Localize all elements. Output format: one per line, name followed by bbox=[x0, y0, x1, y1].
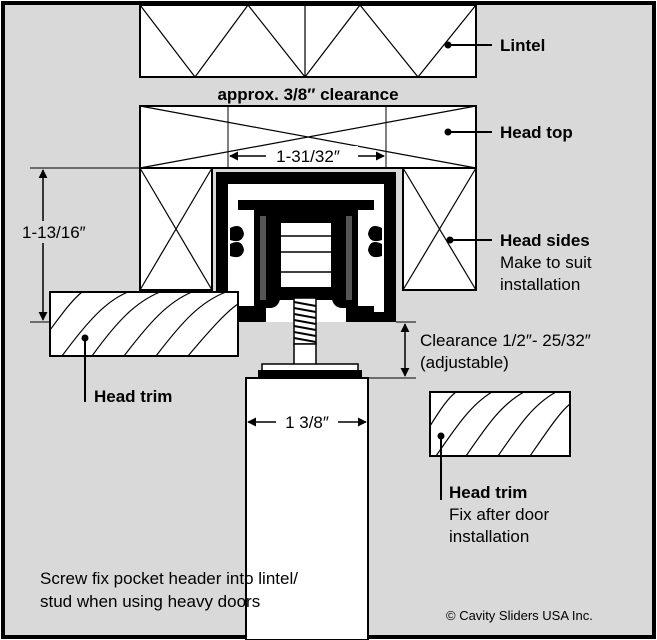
head-top-label: Head top bbox=[500, 123, 573, 142]
head-sides-label: Head sides bbox=[500, 231, 590, 250]
lintel-block bbox=[139, 4, 492, 79]
head-trim-right-label: Head trim bbox=[449, 483, 527, 502]
height-dimension-label: 1-13/16″ bbox=[22, 223, 86, 242]
clearance-adjustable-dimension bbox=[362, 321, 416, 379]
aluminium-track bbox=[216, 172, 396, 322]
door-width-label: 1 3/8″ bbox=[285, 413, 329, 432]
top-clearance-label: approx. 3/8″ clearance bbox=[217, 85, 398, 104]
make-to-suit-line2: installation bbox=[500, 275, 580, 294]
head-trim-left-label: Head trim bbox=[94, 387, 172, 406]
head-side-right bbox=[402, 167, 492, 291]
head-trim-right bbox=[429, 391, 571, 500]
height-dimension-bg bbox=[20, 221, 106, 243]
width-dimension-label: 1-31/32″ bbox=[276, 147, 340, 166]
fix-after-line2: installation bbox=[449, 527, 529, 546]
clearance-adjustable-line1: Clearance 1/2″- 25/32″ bbox=[420, 331, 591, 350]
note-line1: Screw fix pocket header into lintel/ bbox=[40, 569, 298, 588]
head-trim-left bbox=[49, 291, 239, 402]
width-dimension-bg bbox=[266, 146, 358, 166]
fix-after-line1: Fix after door bbox=[449, 505, 549, 524]
adjustment-screw bbox=[258, 297, 362, 378]
make-to-suit-line1: Make to suit bbox=[500, 253, 592, 272]
lintel-label: Lintel bbox=[500, 36, 545, 55]
head-side-left bbox=[139, 167, 213, 291]
note-line2: stud when using heavy doors bbox=[40, 592, 260, 611]
door-width-bg bbox=[276, 412, 338, 432]
copyright-text: © Cavity Sliders USA Inc. bbox=[446, 608, 593, 623]
clearance-adjustable-line2: (adjustable) bbox=[420, 353, 509, 372]
